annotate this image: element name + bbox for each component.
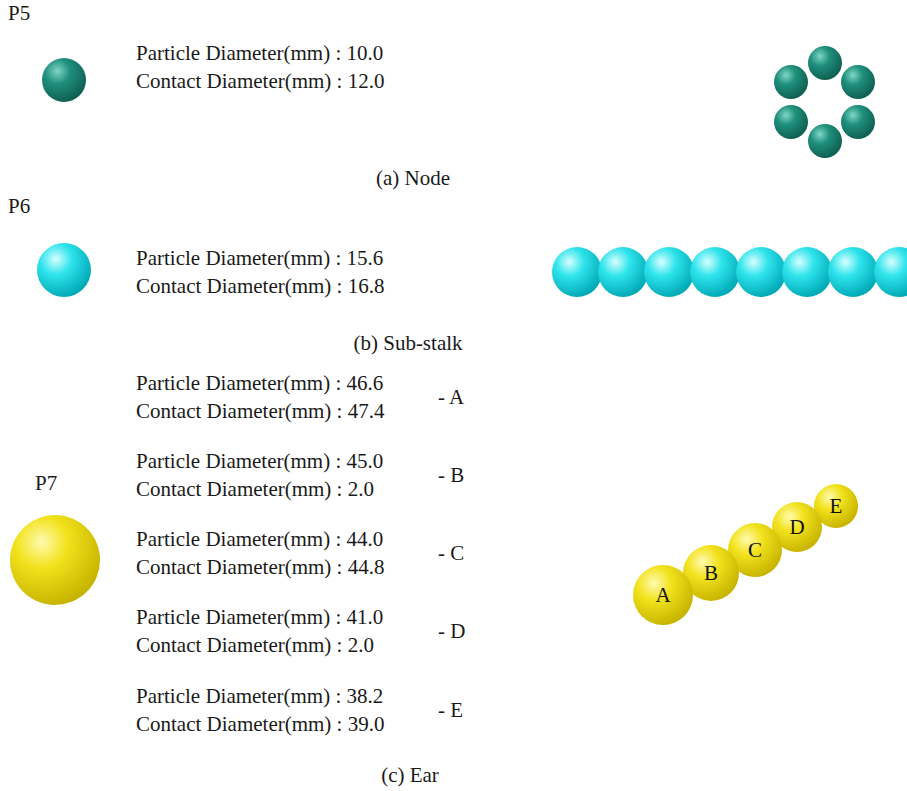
- sphere-fill: [728, 523, 782, 577]
- parameter-label: Particle Diameter(mm) : 46.6: [136, 373, 383, 394]
- subfigure-caption: (b) Sub-stalk: [353, 333, 462, 354]
- parameter-label: - A: [438, 387, 464, 408]
- sphere-letter: D: [789, 517, 804, 538]
- sub-stalk-particle: [828, 247, 878, 297]
- sub-stalk-particle: [644, 247, 694, 297]
- parameter-label: Particle Diameter(mm) : 10.0: [136, 43, 383, 64]
- parameter-label: Particle Diameter(mm) : 38.2: [136, 686, 383, 707]
- parameter-label: P7: [35, 473, 57, 494]
- sphere-fill: [814, 484, 858, 528]
- parameter-label: Particle Diameter(mm) : 44.0: [136, 529, 383, 550]
- parameter-label: - D: [438, 621, 465, 642]
- parameter-label: Contact Diameter(mm) : 16.8: [136, 276, 384, 297]
- sub-stalk-particle: [874, 247, 907, 297]
- sub-stalk-particle: [552, 247, 602, 297]
- parameter-label: Particle Diameter(mm) : 45.0: [136, 451, 383, 472]
- sphere-letter: E: [830, 496, 843, 517]
- sphere-letter: A: [655, 585, 670, 606]
- ear-particle: [10, 515, 100, 605]
- node-particle: [808, 46, 842, 80]
- node-particle: [42, 58, 86, 102]
- parameter-label: P6: [8, 196, 30, 217]
- node-particle: [841, 105, 875, 139]
- sphere-letter: B: [704, 563, 718, 584]
- parameter-label: Contact Diameter(mm) : 44.8: [136, 557, 384, 578]
- node-particle: [774, 105, 808, 139]
- sub-stalk-chain: [552, 247, 907, 297]
- node-ring: [774, 46, 875, 158]
- node-particle: [841, 65, 875, 99]
- parameter-label: Contact Diameter(mm) : 2.0: [136, 635, 374, 656]
- parameter-label: - B: [438, 465, 464, 486]
- sphere-fill: [772, 502, 822, 552]
- sub-stalk-particle: [782, 247, 832, 297]
- parameter-label: - C: [438, 543, 464, 564]
- sub-stalk-particle: [598, 247, 648, 297]
- parameter-label: - E: [438, 700, 463, 721]
- parameter-label: Contact Diameter(mm) : 2.0: [136, 479, 374, 500]
- sub-stalk-particle: [736, 247, 786, 297]
- sub-stalk-particle: [690, 247, 740, 297]
- sub-stalk-particle: [37, 243, 91, 297]
- parameter-label: Contact Diameter(mm) : 39.0: [136, 714, 384, 735]
- subfigure-caption: (a) Node: [376, 168, 450, 189]
- parameter-label: Contact Diameter(mm) : 12.0: [136, 71, 384, 92]
- ear-sphere: A: [633, 565, 693, 625]
- sphere-fill: [633, 565, 693, 625]
- node-particle: [808, 124, 842, 158]
- parameter-label: Particle Diameter(mm) : 15.6: [136, 248, 383, 269]
- sphere-letter: C: [748, 540, 762, 561]
- sphere-fill: [683, 545, 739, 601]
- parameter-label: P5: [8, 3, 30, 24]
- node-particle: [774, 65, 808, 99]
- parameter-label: Particle Diameter(mm) : 41.0: [136, 607, 383, 628]
- subfigure-caption: (c) Ear: [381, 765, 439, 786]
- parameter-label: Contact Diameter(mm) : 47.4: [136, 401, 384, 422]
